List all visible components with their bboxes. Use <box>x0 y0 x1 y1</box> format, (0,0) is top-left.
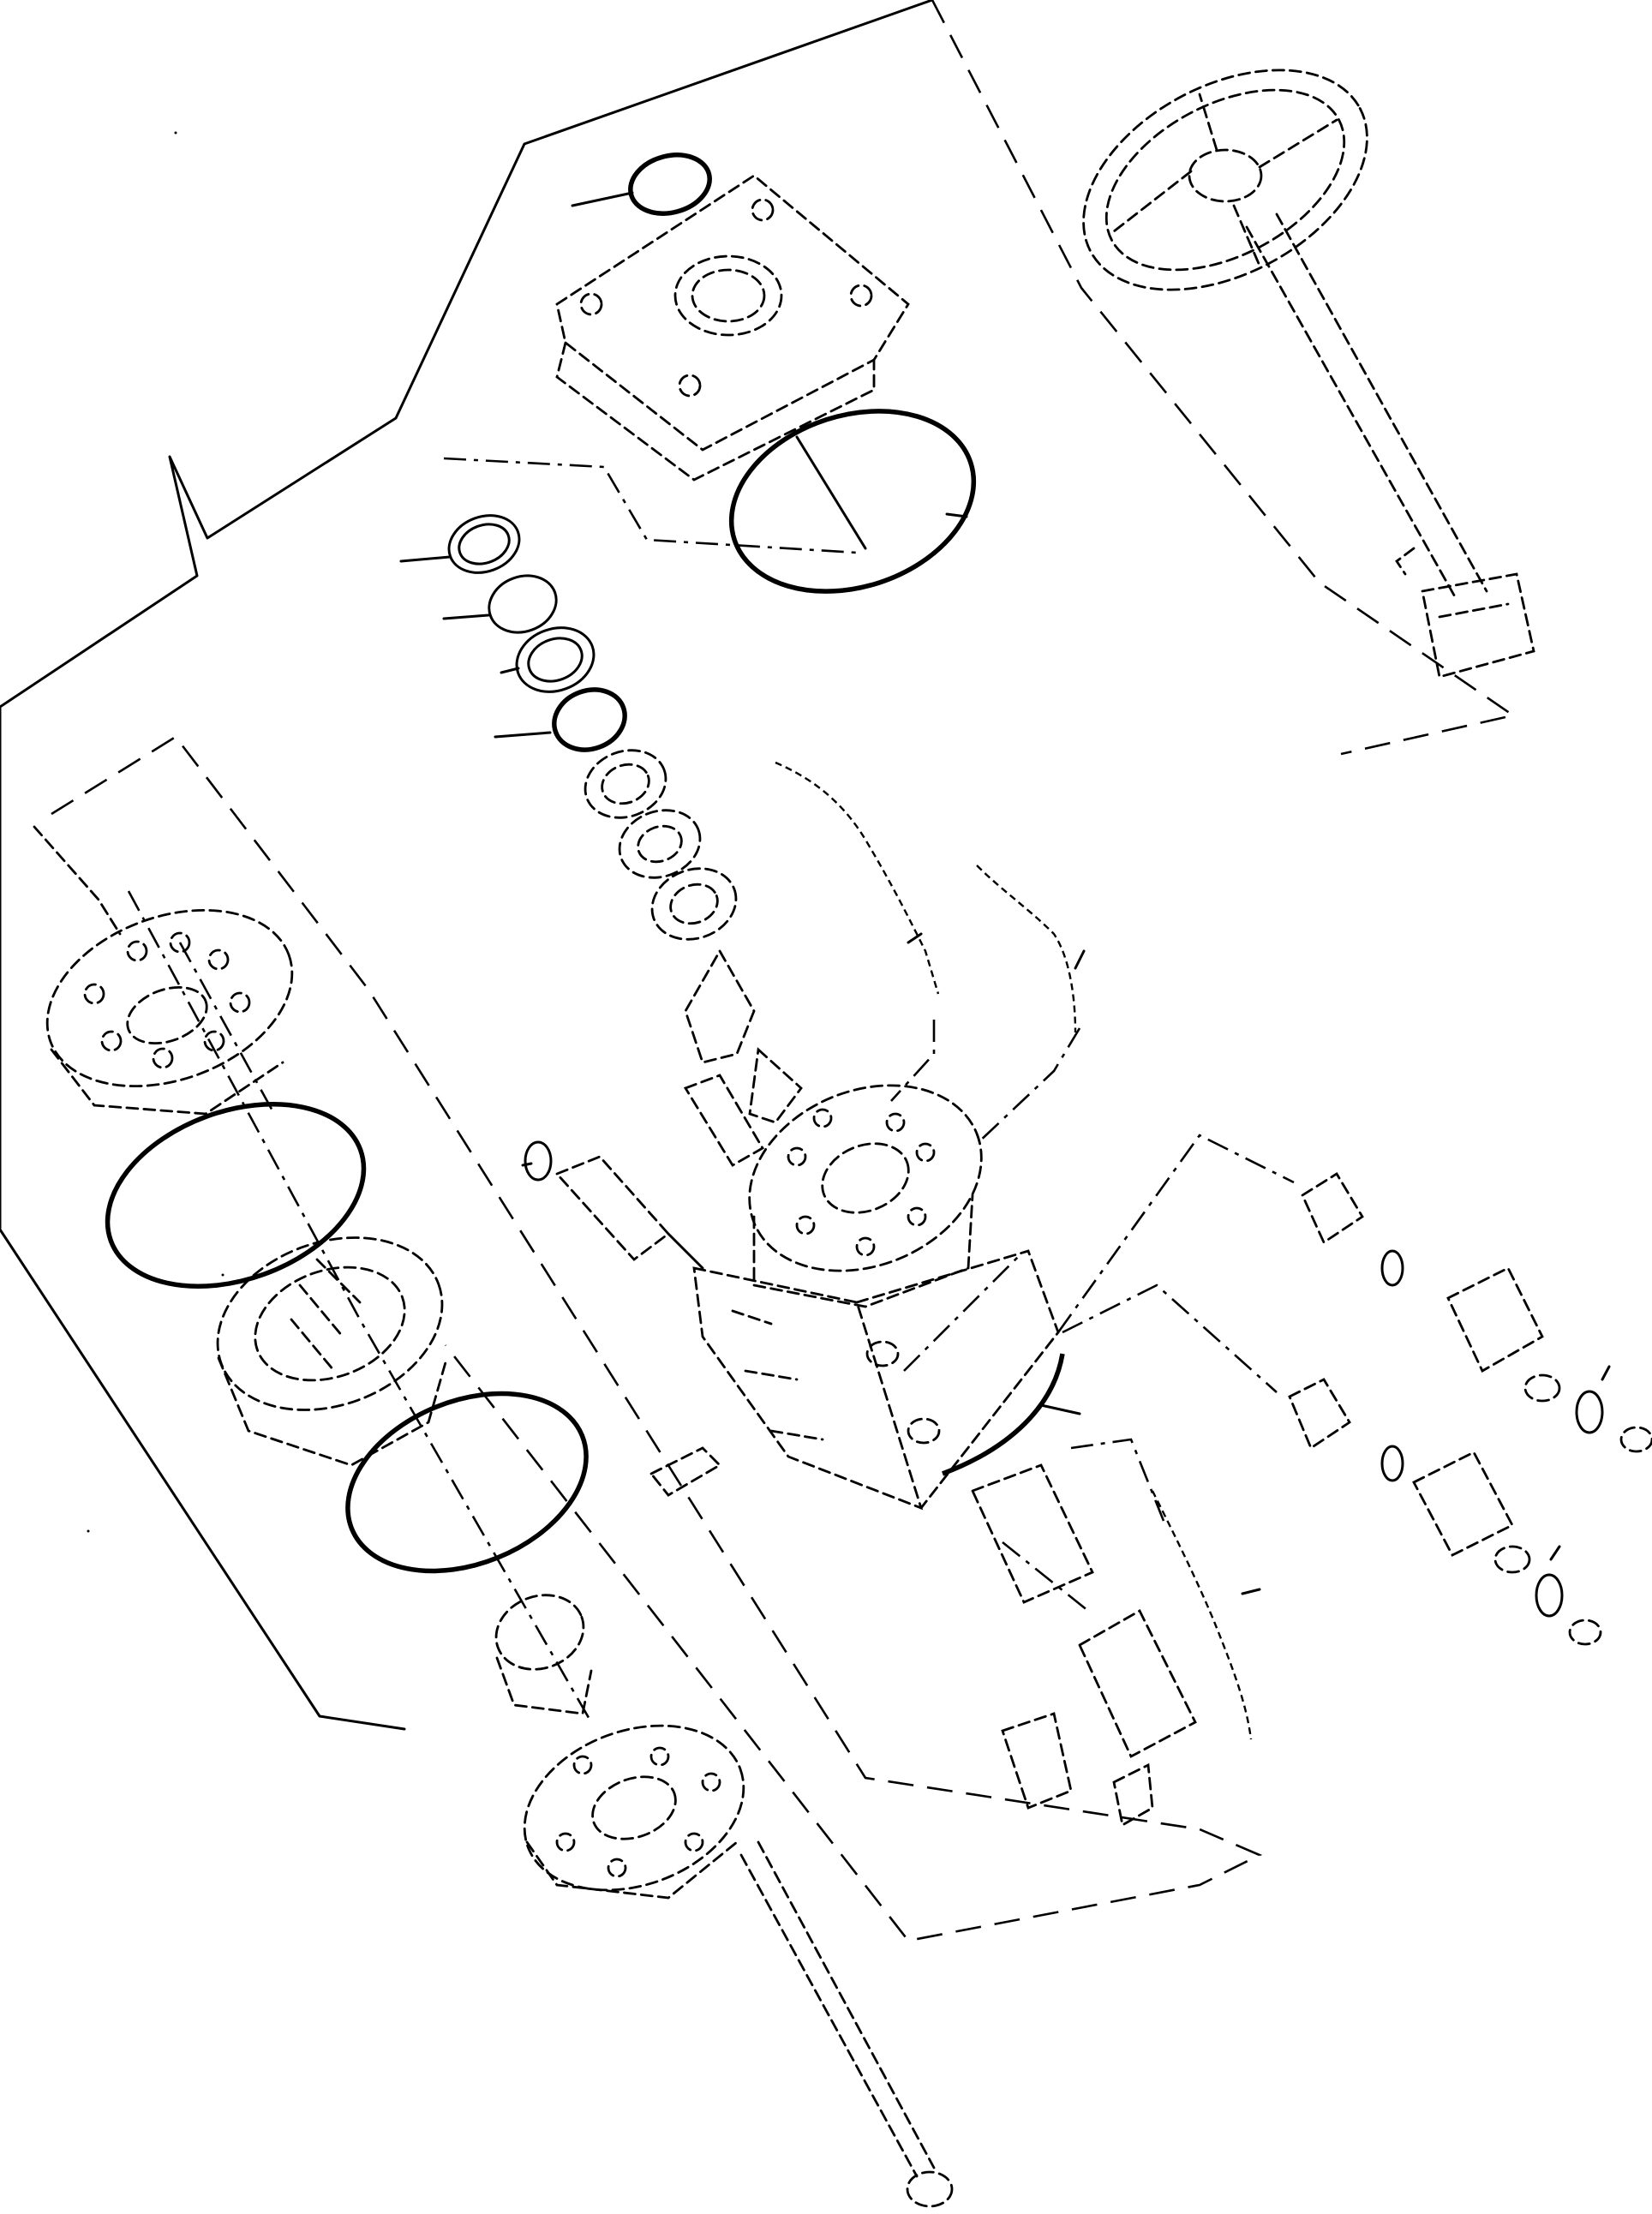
housing-bolt <box>649 1446 722 1497</box>
check-valve-kit <box>971 1438 1253 1828</box>
cover-o-ring-leader <box>571 191 634 207</box>
large-o-ring <box>728 409 977 594</box>
large-o-ring-leader <box>945 512 968 518</box>
relief-leader-lower <box>1549 1545 1561 1561</box>
check-valve-leader <box>1241 1588 1261 1595</box>
cover-o-ring <box>628 153 712 216</box>
housing-o-ring-leader <box>1039 1403 1081 1415</box>
gerotor-axis <box>127 890 593 1723</box>
top-cover-plate <box>555 174 910 482</box>
relief-o-ring-upper-2 <box>1575 1390 1604 1434</box>
spool-sleeve <box>524 1074 764 1261</box>
steering-column-coupling <box>1395 547 1535 679</box>
relief-o-ring-lower <box>1380 1445 1404 1482</box>
housing-o-ring <box>942 1353 1065 1476</box>
drive-shaft <box>739 1840 954 2208</box>
spring-phantom-lines <box>890 1020 1081 1145</box>
relief-o-ring-upper <box>1380 1249 1404 1287</box>
cover-axis <box>795 435 867 550</box>
lower-bracket <box>51 735 1263 1942</box>
spacer-ring <box>494 1594 593 1715</box>
steering-valve-housing <box>692 1084 1060 1511</box>
stray-mark <box>87 1529 90 1533</box>
centering-springs <box>775 761 1086 1033</box>
relief-valve-upper <box>903 1134 1652 1453</box>
relief-valve-lower <box>1062 1284 1602 1646</box>
upper-bracket <box>931 0 1517 756</box>
cover-phantom-box <box>443 457 858 554</box>
gerotor-set <box>216 1236 447 1467</box>
spool-leaders <box>521 1162 704 1270</box>
gerotor-plate <box>33 825 294 1116</box>
relief-o-ring-lower-2 <box>1535 1573 1564 1618</box>
relief-leader-upper <box>1601 1365 1611 1381</box>
group-outline <box>0 0 934 1731</box>
end-cap <box>523 1724 745 1900</box>
shaft-seal-stack <box>447 514 803 1124</box>
stray-mark <box>221 1273 224 1277</box>
steering-wheel <box>1082 69 1488 601</box>
gerotor-o-ring-upper <box>105 1101 367 1290</box>
seal-leaders <box>399 555 552 739</box>
stray-mark <box>174 131 177 135</box>
